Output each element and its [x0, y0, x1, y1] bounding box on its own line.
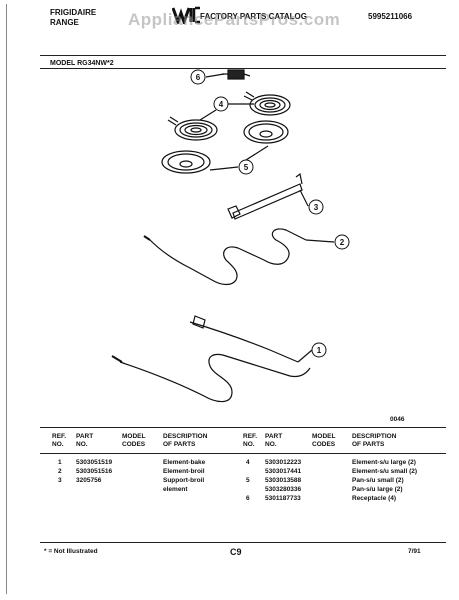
- callout-4: 4: [219, 100, 224, 109]
- receptacle-part: [222, 69, 251, 80]
- surface-element-large: [243, 91, 291, 116]
- callout-5: 5: [244, 163, 249, 172]
- footnote: * = Not Illustrated: [44, 548, 98, 555]
- surface-element-small: [167, 116, 218, 141]
- wci-logo-icon: [172, 6, 200, 24]
- drip-pan-small: [161, 150, 211, 174]
- table-top-rule: [40, 427, 446, 428]
- catalog-number: 5995211066: [368, 12, 413, 21]
- broil-element: [143, 228, 307, 286]
- support-broil-element: [227, 172, 303, 220]
- drip-pan-large: [243, 120, 289, 144]
- bake-element: [111, 315, 311, 403]
- brand-block: FRIGIDAIRE RANGE: [50, 8, 96, 28]
- callout-6: 6: [196, 73, 201, 82]
- callout-3: 3: [314, 203, 319, 212]
- page-number: C9: [230, 547, 242, 557]
- header-rule: [40, 55, 446, 56]
- col-ref-right: REF.NO.: [243, 433, 258, 448]
- footer-date: 7/91: [408, 548, 421, 555]
- catalog-title: FACTORY PARTS CATALOG: [200, 12, 307, 21]
- brand-name: FRIGIDAIRE: [50, 8, 97, 17]
- product-name: RANGE: [50, 18, 79, 27]
- model-rule: [40, 68, 446, 69]
- watermark-text: AppliancePartsPros.com: [128, 10, 341, 29]
- figure-code: 0046: [390, 416, 405, 423]
- page-frame: [6, 4, 453, 594]
- footer-rule: [40, 542, 446, 543]
- model-line: MODEL RG34NW*2: [50, 60, 114, 67]
- col-ref-left: REF.NO.: [52, 433, 67, 448]
- table-header-rule: [40, 453, 446, 454]
- callout-2: 2: [340, 238, 345, 247]
- exploded-parts-diagram: 6 4 5 3 2 1 0046: [111, 69, 405, 423]
- callout-1: 1: [317, 346, 322, 355]
